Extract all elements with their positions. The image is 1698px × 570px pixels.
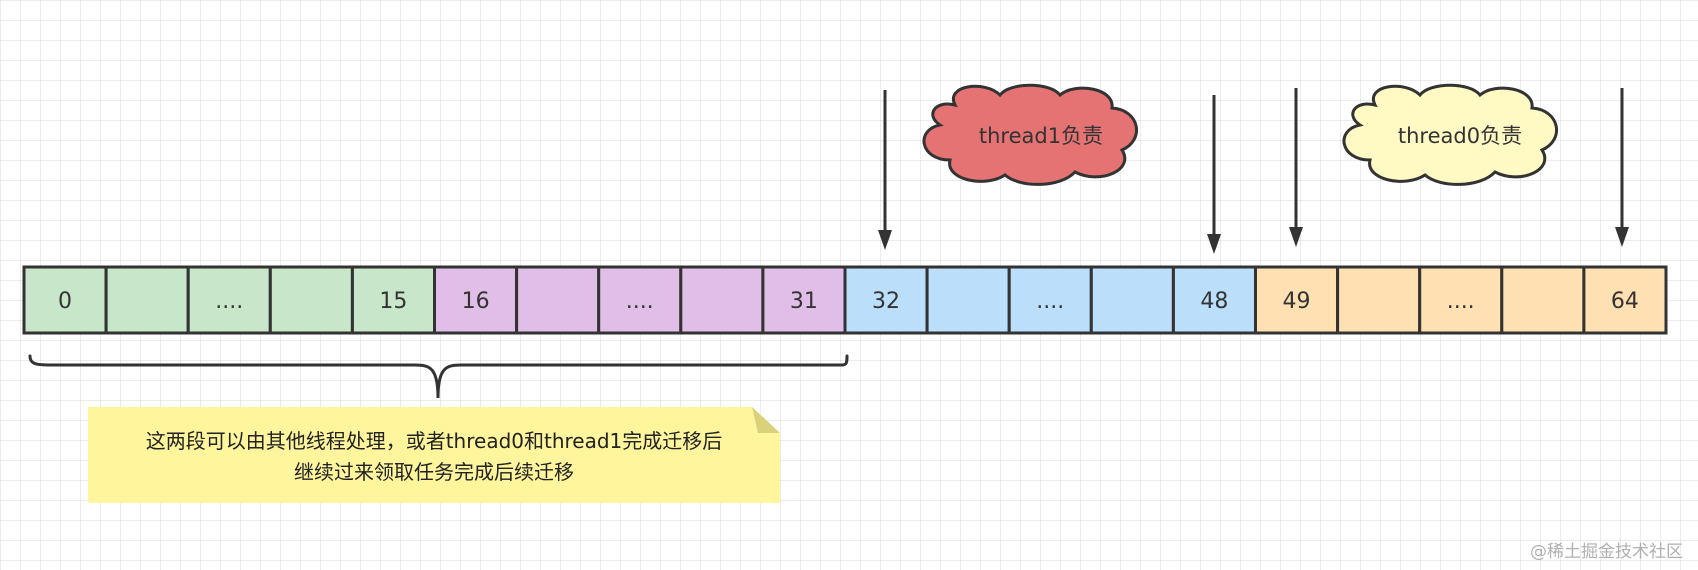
array-cell-box [350, 265, 436, 335]
array-cell-box [1007, 265, 1093, 335]
array-cell: 48 [1171, 265, 1258, 335]
array-cell: .... [1418, 265, 1504, 335]
note-fold [752, 407, 780, 433]
array-cell [1500, 265, 1586, 335]
array-cell-label: .... [215, 289, 243, 314]
array-cell-box [925, 265, 1011, 335]
arrows [878, 88, 1629, 254]
array-cells: 0.... 15 16.... 31 32.... 48 49.... 64 [22, 265, 1668, 335]
array-cell [679, 265, 765, 335]
array-cell-box [515, 265, 601, 335]
arrowhead-49 [1289, 227, 1303, 247]
array-cell-box [1336, 265, 1422, 335]
array-cell-box [268, 265, 354, 335]
array-cell-box [1582, 265, 1668, 335]
array-cell: 0 [22, 265, 108, 335]
array-cell-label: 32 [872, 289, 900, 314]
array-cell-label: 16 [462, 289, 490, 314]
array-cell [1336, 265, 1422, 335]
array-cell-label: 15 [379, 289, 407, 314]
array-cell-box [597, 265, 683, 335]
array-cell-label: 64 [1611, 289, 1639, 314]
array-cell-box [843, 265, 929, 335]
arrowhead-48 [1207, 234, 1221, 254]
array-cell-box [1171, 265, 1258, 335]
cloud-thread0-shape [1342, 83, 1558, 186]
array-cell: 16 [433, 265, 519, 335]
note-box-shape [88, 407, 780, 503]
array-cell-label: 49 [1283, 289, 1311, 314]
cloud-thread1: thread1负责 [922, 83, 1138, 186]
array-cell: .... [597, 265, 683, 335]
array-cell-box [761, 265, 847, 335]
cloud-thread0: thread0负责 [1342, 83, 1558, 186]
cloud-thread1-shape [922, 83, 1138, 186]
array-cell: 31 [761, 265, 847, 335]
array-cell: 49 [1254, 265, 1340, 335]
array-cell: 15 [350, 265, 436, 335]
array-cell-box [679, 265, 765, 335]
arrowhead-64 [1615, 227, 1629, 247]
note-line-2: 继续过来领取任务完成后续迁移 [294, 460, 574, 484]
array-cell [268, 265, 354, 335]
array-cell [925, 265, 1011, 335]
array-cell-box [1254, 265, 1340, 335]
array-cell [1089, 265, 1175, 335]
array-cell: 64 [1582, 265, 1668, 335]
arrowhead-32 [878, 230, 892, 250]
watermark: @稀土掘金技术社区 [1530, 542, 1683, 562]
array-cell-label: 48 [1200, 289, 1228, 314]
array-cell-box [1500, 265, 1586, 335]
array-cell: .... [1007, 265, 1093, 335]
array-cell-label: .... [1036, 289, 1064, 314]
array-cell-label: 31 [790, 289, 818, 314]
array-cell-label: 0 [58, 289, 72, 314]
array-cell: .... [186, 265, 272, 335]
note-line-1: 这两段可以由其他线程处理，或者thread0和thread1完成迁移后 [146, 429, 723, 453]
cloud-thread0-label: thread0负责 [1398, 124, 1522, 148]
array-cell-box [186, 265, 272, 335]
array-cell [104, 265, 190, 335]
array-cell: 32 [843, 265, 929, 335]
array-cell-label: .... [626, 289, 654, 314]
array-cell-box [104, 265, 190, 335]
array-cell-box [22, 265, 108, 335]
note-box: 这两段可以由其他线程处理，或者thread0和thread1完成迁移后 继续过来… [88, 407, 780, 503]
array-cell [515, 265, 601, 335]
array-cell-box [1089, 265, 1175, 335]
array-cell-label: .... [1447, 289, 1475, 314]
cloud-thread1-label: thread1负责 [979, 124, 1103, 148]
curly-brace [28, 354, 849, 399]
